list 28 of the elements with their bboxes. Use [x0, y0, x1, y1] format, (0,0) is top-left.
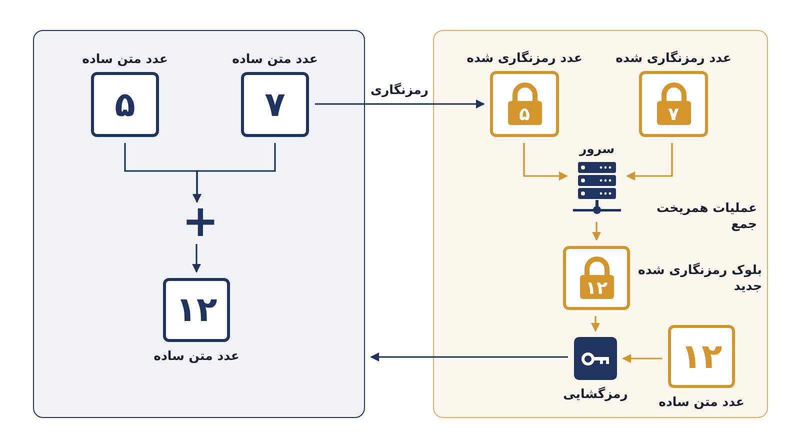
- lock-number: ۷: [667, 106, 680, 124]
- number-text: ۱۲: [680, 340, 722, 374]
- arrow: [315, 100, 485, 108]
- number-text: ۷: [264, 88, 286, 122]
- number-text: ۱۲: [176, 293, 218, 327]
- node-label: عدد متن ساده: [232, 51, 318, 66]
- node-label: عدد متن ساده: [82, 51, 168, 66]
- lock-number: ۵: [518, 106, 531, 124]
- lock-number: ۱۲: [584, 280, 608, 298]
- node-label: عدد رمزنگاری شده: [616, 50, 732, 65]
- node-label: عدد متن ساده: [658, 394, 744, 409]
- node-label: سرور: [579, 141, 615, 156]
- arrow: [192, 244, 201, 273]
- node-label: رمزگشایی: [563, 386, 628, 401]
- node-caption: عملیات همریخت جمع: [656, 200, 757, 232]
- arrow: [370, 352, 568, 362]
- plus-sign: +: [182, 200, 212, 244]
- arrow: [626, 143, 673, 180]
- edge-label: رمزنگاری: [368, 82, 431, 97]
- arrow: [592, 222, 601, 241]
- arrow: [591, 316, 600, 332]
- node-label: عدد متن ساده: [154, 348, 240, 363]
- node-caption: بلوک رمزنگاری شده جدید: [637, 262, 762, 294]
- arrow: [622, 354, 662, 363]
- node-label: عدد رمزنگاری شده: [466, 50, 582, 65]
- arrow: [523, 143, 568, 180]
- number-text: ۵: [114, 88, 136, 122]
- arrow: [192, 143, 276, 203]
